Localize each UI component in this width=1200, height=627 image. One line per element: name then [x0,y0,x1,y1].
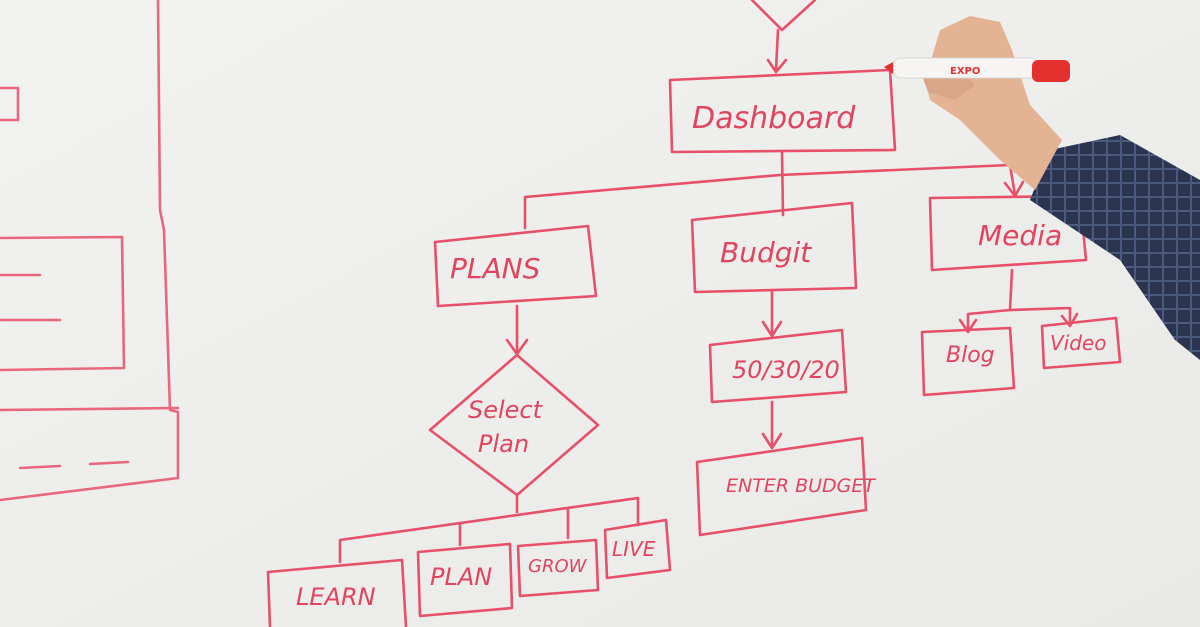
label-live: LIVE [612,537,656,561]
left-sketch [0,0,180,502]
label-video: Video [1050,331,1106,355]
label-budget: Budgit [720,236,812,269]
video-box [1040,316,1122,370]
marker-tip [884,62,893,74]
label-media: Media [978,219,1062,252]
enter-budget-box [695,436,868,537]
select-plan-diamond [428,353,600,497]
marker-brand: EXPO [950,66,980,77]
hand-with-marker: EXPO [884,16,1200,360]
label-dashboard: Dashboard [692,101,856,136]
label-ratio: 50/30/20 [732,356,840,384]
dashboard-box [668,68,897,154]
label-grow: GROW [528,556,588,577]
label-blog: Blog [946,343,995,368]
live-box [603,518,672,580]
label-plans: PLANS [450,252,540,285]
label-plan: PLAN [430,563,492,591]
label-learn: LEARN [296,583,376,611]
learn-box [266,558,408,627]
sleeve [1030,135,1200,360]
plan-box [416,542,514,618]
diagram-nodes [266,68,1122,627]
blog-box [920,326,1016,397]
ratio-box [708,328,848,404]
media-box [928,194,1088,272]
label-plan-decision: Plan [478,430,529,458]
marker-cap [1032,60,1070,82]
label-enter-budget: ENTER BUDGET [726,475,876,497]
plans-box [433,224,598,308]
budget-box [690,201,858,294]
grow-box [516,538,600,598]
label-select: Select [468,396,544,424]
node-labels: Dashboard PLANS Budgit Media Select Plan… [296,101,1106,611]
